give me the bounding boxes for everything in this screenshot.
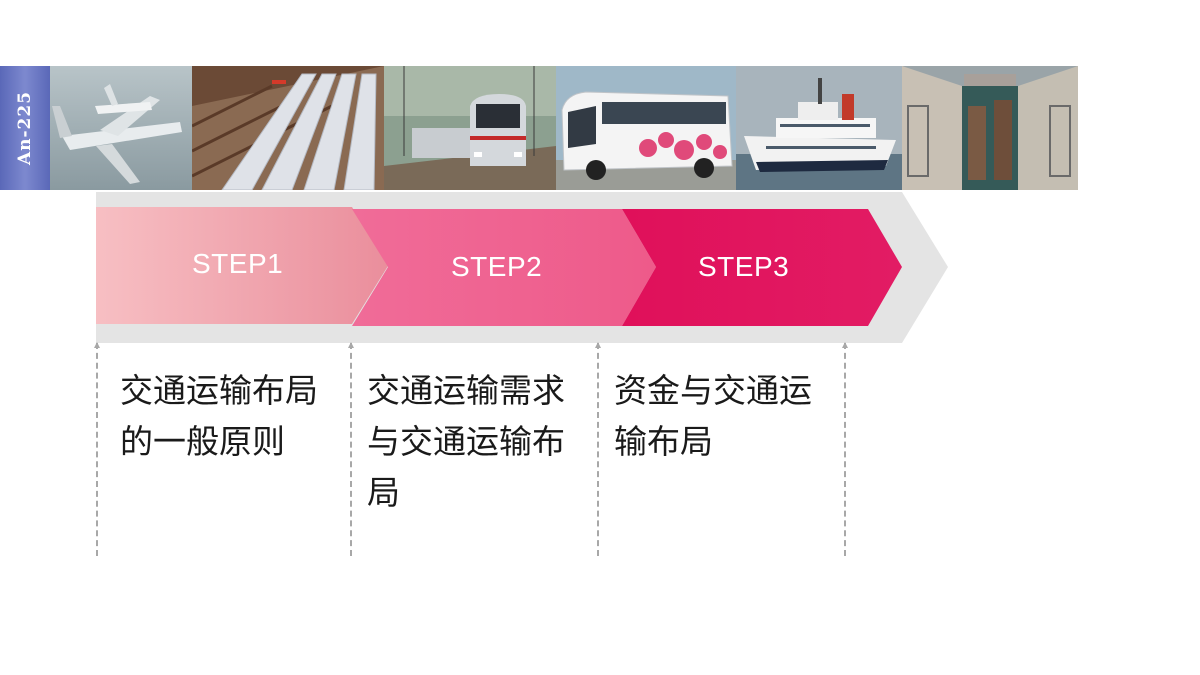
divider-1	[94, 342, 100, 556]
step3-shape	[622, 209, 902, 326]
step1-shape	[96, 207, 388, 324]
bus-photo	[556, 66, 736, 190]
ship-photo	[736, 66, 902, 190]
airplane-photo: An-225	[0, 66, 192, 190]
divider-3	[595, 342, 601, 556]
step2-description: 交通运输需求与交通运输布局	[367, 371, 565, 512]
step2-label: STEP2	[451, 251, 543, 282]
train-photo	[384, 66, 556, 190]
photo-strip: An-225	[0, 66, 1080, 190]
divider-2	[348, 342, 354, 556]
step3-label: STEP3	[698, 251, 790, 282]
step3-description: 资金与交通运输布局	[614, 371, 812, 461]
an-225-label: An-225	[0, 66, 50, 190]
pipeline-photo	[192, 66, 384, 190]
step2-shape	[352, 209, 656, 326]
step1-label: STEP1	[192, 248, 284, 279]
step1-description: 交通运输布局的一般原则	[120, 371, 318, 461]
divider-4	[842, 342, 848, 556]
ship-lock-photo	[902, 66, 1078, 190]
